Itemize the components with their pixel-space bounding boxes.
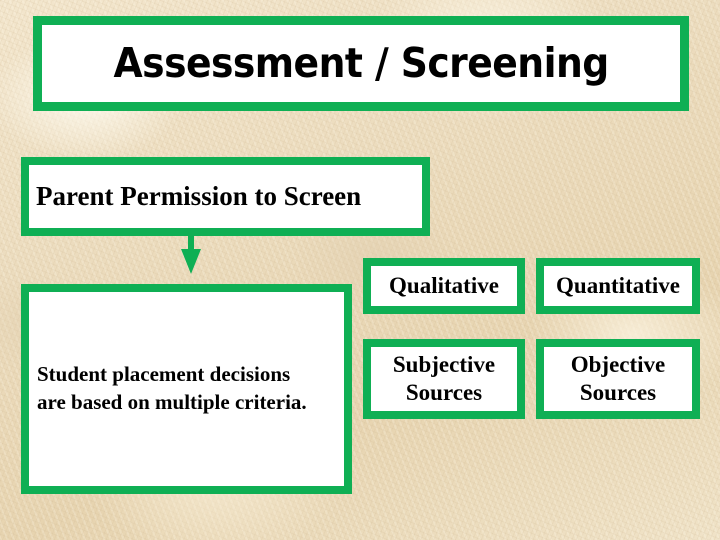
parent-permission-label: Parent Permission to Screen bbox=[36, 181, 362, 212]
subjective-sources-box: Subjective Sources bbox=[363, 339, 525, 419]
objective-sources-line-1: Objective bbox=[570, 351, 666, 377]
subjective-sources-line-1: Subjective bbox=[392, 351, 496, 377]
subjective-sources-line-2: Sources bbox=[405, 380, 483, 405]
placement-criteria-line-2: are based on multiple criteria. bbox=[37, 390, 307, 414]
placement-criteria-box: Student placement decisions are based on… bbox=[21, 284, 352, 494]
quantitative-heading-label: Quantitative bbox=[556, 272, 680, 298]
subjective-sources-label: Subjective Sources bbox=[371, 351, 517, 407]
quantitative-heading-box: Quantitative bbox=[536, 258, 700, 314]
placement-criteria-line-1: Student placement decisions bbox=[37, 362, 291, 387]
placement-criteria-text: Student placement decisions are based on… bbox=[29, 361, 307, 416]
objective-sources-label: Objective Sources bbox=[544, 351, 692, 407]
objective-sources-box: Objective Sources bbox=[536, 339, 700, 419]
slide-title-box: Assessment / Screening bbox=[33, 16, 689, 111]
qualitative-heading-box: Qualitative bbox=[363, 258, 525, 314]
qualitative-heading-label: Qualitative bbox=[389, 272, 499, 298]
down-arrow-icon bbox=[181, 234, 201, 274]
page-title: Assessment / Screening bbox=[113, 39, 609, 87]
parent-permission-box: Parent Permission to Screen bbox=[21, 157, 430, 236]
objective-sources-line-2: Sources bbox=[579, 380, 657, 405]
